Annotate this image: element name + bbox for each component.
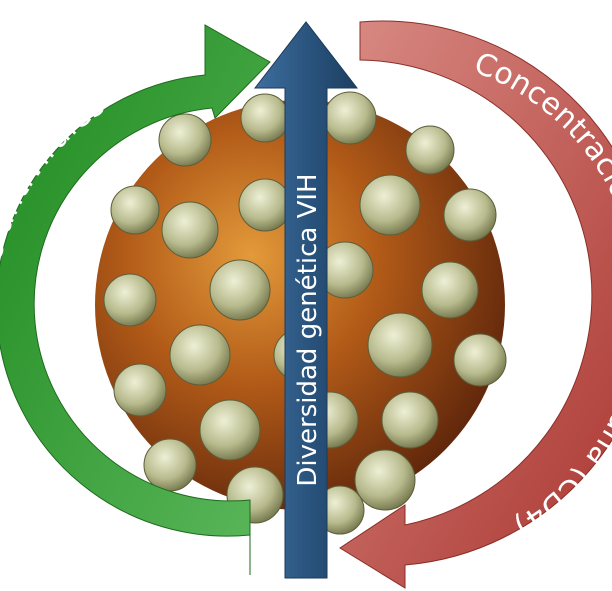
virus-knob <box>144 439 196 491</box>
virus-knob <box>454 334 506 386</box>
virus-knob <box>170 325 230 385</box>
virus-knob <box>382 392 438 448</box>
virus-knob <box>210 260 270 320</box>
virus-knob <box>368 313 432 377</box>
virus-knob <box>162 202 218 258</box>
virus-knob <box>159 114 211 166</box>
virus-knob <box>324 92 376 144</box>
virus-knob <box>406 126 454 174</box>
center-arrow-label: Diversidad genética VIH <box>293 173 323 486</box>
virus-knob <box>360 175 420 235</box>
virus-knob <box>444 189 496 241</box>
virus-knob <box>241 94 289 142</box>
virus-knob <box>104 274 156 326</box>
virus-knob <box>200 400 260 460</box>
virus-knob <box>111 186 159 234</box>
virus-knob <box>239 179 291 231</box>
virus-knob <box>422 262 478 318</box>
virus-knob <box>114 364 166 416</box>
virus-knob <box>355 450 415 510</box>
